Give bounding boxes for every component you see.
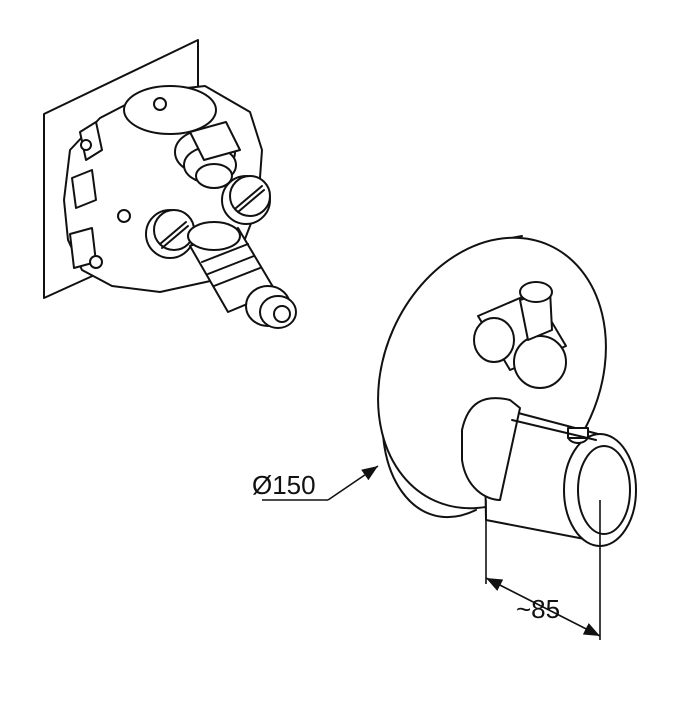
dimension-depth <box>485 500 601 640</box>
dimension-diameter <box>262 465 379 501</box>
concealed-valve-body <box>43 39 297 329</box>
top-screw <box>153 97 167 111</box>
valve-cartridge <box>187 221 297 329</box>
diameter-label: Ø150 <box>252 470 316 500</box>
plug-screw-left <box>145 209 195 259</box>
plug-screw-right <box>221 175 271 225</box>
depth-label: ~85 <box>516 594 560 624</box>
thermostat-trim-set <box>377 235 637 547</box>
diverter-handle <box>473 281 567 389</box>
thermostat-knob <box>461 397 637 547</box>
top-dome <box>123 85 217 135</box>
